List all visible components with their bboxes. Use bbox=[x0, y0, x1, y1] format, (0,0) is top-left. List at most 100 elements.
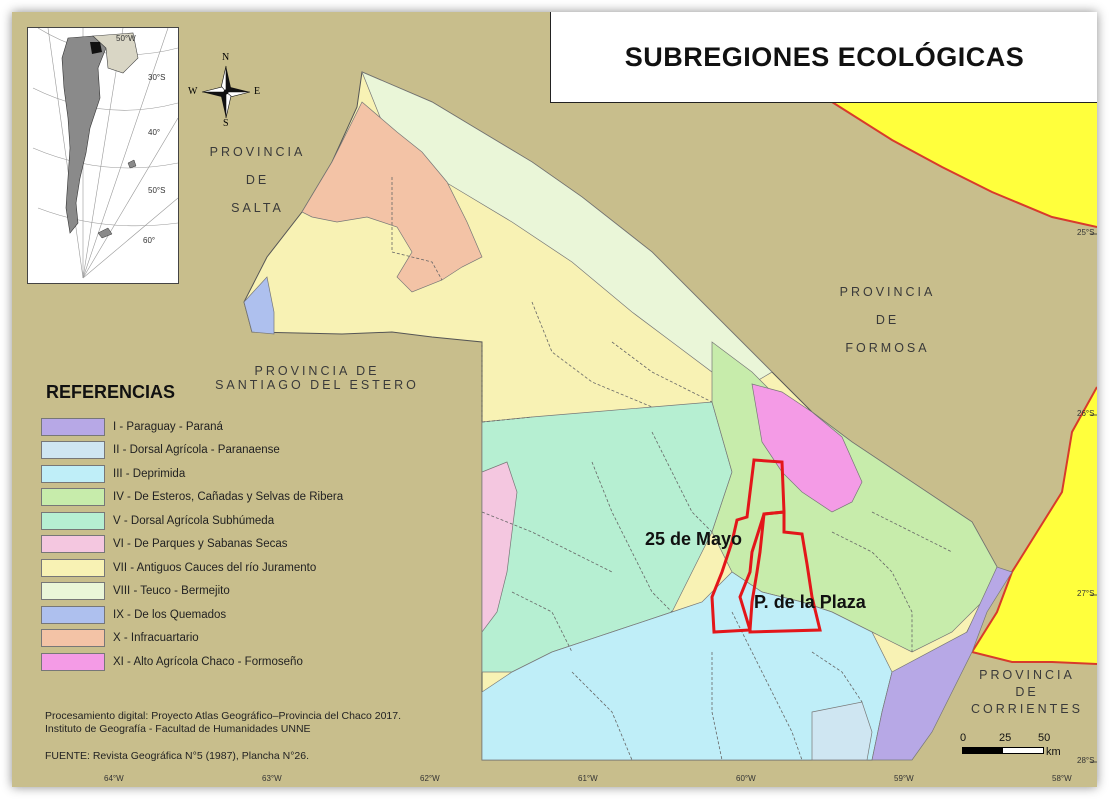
legend-swatch bbox=[41, 441, 105, 460]
legend-item: I - Paraguay - Paraná bbox=[41, 415, 481, 439]
inset-lat-label-30: 30°S bbox=[148, 73, 166, 82]
province-label-line: DE bbox=[1015, 685, 1039, 699]
inset-lon-label: 50°W bbox=[116, 34, 136, 43]
legend-item: X - Infracuartario bbox=[41, 627, 481, 651]
legend-swatch bbox=[41, 558, 105, 577]
province-label-line: SALTA bbox=[231, 201, 284, 215]
province-label-line: DE bbox=[245, 173, 270, 187]
lat-label: 27°S bbox=[1077, 589, 1095, 598]
province-label-line: FORMOSA bbox=[845, 341, 930, 355]
lon-label: 64°W bbox=[104, 774, 124, 783]
lon-label: 58°W bbox=[1052, 774, 1072, 783]
legend-label: XI - Alto Agrícola Chaco - Formoseño bbox=[113, 655, 303, 668]
legend-item: VI - De Parques y Sabanas Secas bbox=[41, 533, 481, 557]
province-label-line: PROVINCIA bbox=[839, 285, 936, 299]
scale-unit: km bbox=[1046, 746, 1061, 758]
legend-item: IX - De los Quemados bbox=[41, 603, 481, 627]
compass-n: N bbox=[222, 52, 230, 63]
scale-bar: 0 25 50 km bbox=[960, 732, 1082, 772]
legend-swatch bbox=[41, 582, 105, 601]
map-frame: 50°W 30°S 40° 50°S 60° N S W E SUBREGION… bbox=[12, 12, 1097, 787]
graticule-ticks bbox=[1090, 233, 1097, 763]
inset-locator-map: 50°W 30°S 40° 50°S 60° bbox=[27, 27, 179, 284]
compass-e: E bbox=[254, 86, 261, 97]
lon-label: 61°W bbox=[578, 774, 598, 783]
compass-s: S bbox=[223, 118, 229, 129]
legend-label: IV - De Esteros, Cañadas y Selvas de Rib… bbox=[113, 491, 344, 504]
lon-label: 62°W bbox=[420, 774, 440, 783]
legend-title: REFERENCIAS bbox=[46, 382, 176, 402]
legend-swatch bbox=[41, 629, 105, 648]
legend-label: III - Deprimida bbox=[113, 467, 186, 480]
paraguay-area-south bbox=[972, 387, 1097, 664]
province-label-salta: PROVINCIA DE SALTA bbox=[200, 138, 315, 222]
legend-label: VII - Antiguos Cauces del río Juramento bbox=[113, 561, 317, 574]
legend-item: VII - Antiguos Cauces del río Juramento bbox=[41, 556, 481, 580]
scale-segment-black bbox=[962, 747, 1004, 754]
place-label-25-de-mayo: 25 de Mayo bbox=[645, 529, 743, 549]
map-title: SUBREGIONES ECOLÓGICAS bbox=[624, 41, 1025, 72]
region-vi bbox=[481, 461, 518, 634]
inset-lat-label-40: 40° bbox=[148, 128, 161, 137]
inset-neighbor-shape bbox=[92, 32, 139, 74]
legend-label: IX - De los Quemados bbox=[113, 608, 227, 621]
lat-label: 25°S bbox=[1077, 228, 1095, 237]
legend-label: I - Paraguay - Paraná bbox=[113, 420, 223, 433]
legend-swatch bbox=[41, 652, 105, 671]
compass-icon bbox=[201, 65, 251, 119]
legend-item: II - Dorsal Agrícola - Paranaense bbox=[41, 439, 481, 463]
lon-label: 59°W bbox=[894, 774, 914, 783]
legend-swatch bbox=[41, 511, 105, 530]
legend-item: V - Dorsal Agrícola Subhúmeda bbox=[41, 509, 481, 533]
lon-label: 60°W bbox=[736, 774, 756, 783]
legend-label: VIII - Teuco - Bermejito bbox=[113, 585, 230, 598]
inset-lat-label-60: 60° bbox=[143, 236, 156, 245]
department-boundaries bbox=[391, 177, 953, 761]
legend-swatch bbox=[41, 464, 105, 483]
inset-svg bbox=[28, 28, 178, 283]
legend-item: VIII - Teuco - Bermejito bbox=[41, 580, 481, 604]
region-ix bbox=[243, 276, 275, 335]
compass-w: W bbox=[188, 86, 198, 97]
credit-line-2: Instituto de Geografía - Facultad de Hum… bbox=[45, 723, 311, 735]
region-ii bbox=[811, 701, 873, 761]
inset-argentina-shape bbox=[61, 35, 107, 234]
province-label-line: PROVINCIA DE bbox=[254, 364, 380, 378]
province-label-line: PROVINCIA bbox=[979, 668, 1075, 682]
region-i bbox=[871, 566, 1013, 761]
scale-segment-white bbox=[1002, 747, 1044, 754]
scale-tick-25: 25 bbox=[999, 732, 1012, 744]
legend-swatch bbox=[41, 417, 105, 436]
province-label-formosa: PROVINCIA DE FORMOSA bbox=[830, 278, 945, 362]
legend-label: VI - De Parques y Sabanas Secas bbox=[113, 538, 288, 551]
province-label-line: PROVINCIA bbox=[209, 145, 306, 159]
inset-lat-label-50: 50°S bbox=[148, 186, 166, 195]
credit-line-1: Procesamiento digital: Proyecto Atlas Ge… bbox=[45, 710, 402, 722]
compass-rose: N S W E bbox=[188, 52, 260, 130]
lat-label: 26°S bbox=[1077, 409, 1095, 418]
province-label-santiago: PROVINCIA DE SANTIAGO DEL ESTERO bbox=[182, 364, 452, 392]
province-label-corrientes: PROVINCIA DE CORRIENTES bbox=[967, 667, 1087, 718]
legend-swatch bbox=[41, 488, 105, 507]
legend: REFERENCIAS I - Paraguay - Paraná II - D… bbox=[41, 382, 481, 674]
scale-tick-0: 0 bbox=[960, 732, 967, 744]
province-label-line: CORRIENTES bbox=[971, 702, 1083, 716]
region-iii bbox=[481, 571, 893, 761]
province-label-line: SANTIAGO DEL ESTERO bbox=[215, 378, 419, 392]
title-box: SUBREGIONES ECOLÓGICAS bbox=[550, 12, 1097, 103]
legend-list: I - Paraguay - Paraná II - Dorsal Agríco… bbox=[41, 415, 481, 674]
international-border bbox=[831, 101, 1097, 665]
province-label-line: DE bbox=[875, 313, 900, 327]
legend-label: II - Dorsal Agrícola - Paranaense bbox=[113, 444, 280, 457]
credits-processing: Procesamiento digital: Proyecto Atlas Ge… bbox=[45, 710, 401, 736]
inset-islands bbox=[97, 159, 137, 239]
legend-swatch bbox=[41, 535, 105, 554]
legend-label: V - Dorsal Agrícola Subhúmeda bbox=[113, 514, 275, 527]
lat-label: 28°S bbox=[1077, 756, 1095, 765]
inset-chaco-highlight bbox=[90, 42, 102, 54]
outline-p-de-la-plaza bbox=[748, 510, 822, 634]
legend-item: IV - De Esteros, Cañadas y Selvas de Rib… bbox=[41, 486, 481, 510]
legend-label: X - Infracuartario bbox=[113, 632, 199, 645]
legend-swatch bbox=[41, 605, 105, 624]
credit-source: FUENTE: Revista Geográfica N°5 (1987), P… bbox=[45, 750, 310, 762]
